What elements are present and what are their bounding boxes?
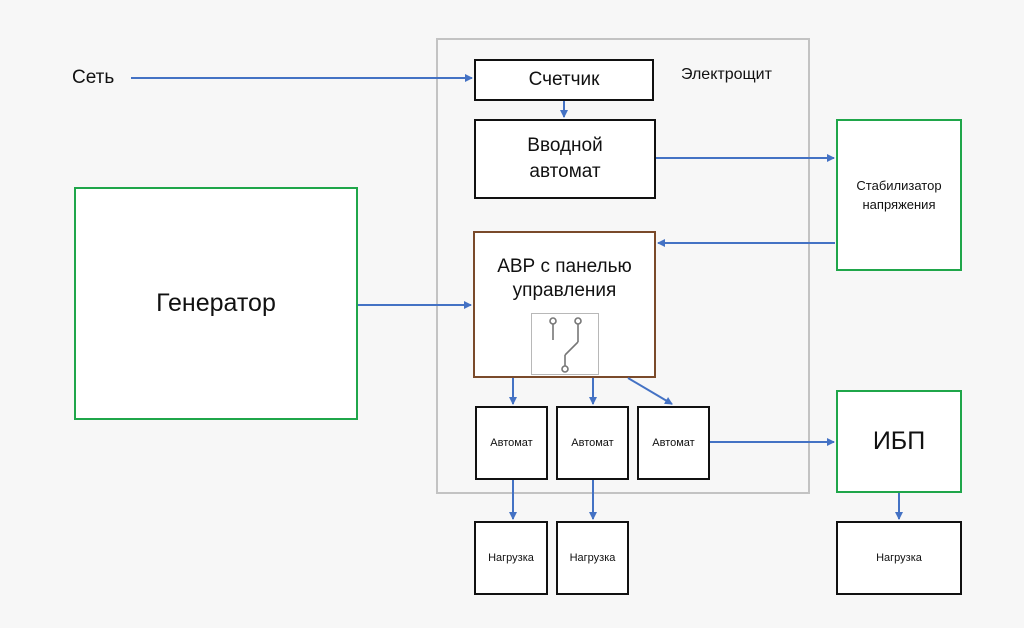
load-label-2: Нагрузка: [569, 552, 616, 564]
stabilizer-label: Стабилизатор напряжения: [856, 176, 941, 214]
switchboard-panel: [436, 38, 810, 494]
load-box-1: Нагрузка: [474, 521, 548, 595]
avr-label-line2: управления: [512, 280, 617, 301]
stabilizer-label-line2: напряжения: [862, 197, 936, 212]
automat-label-2: Автомат: [571, 437, 614, 449]
generator-box: Генератор: [74, 187, 358, 420]
automat-box-1: Автомат: [475, 406, 548, 480]
switchboard-label: Электрощит: [681, 66, 772, 83]
avr-box: АВР с панелью управления: [473, 231, 656, 378]
stabilizer-label-line1: Стабилизатор: [856, 178, 942, 193]
meter-box: Счетчик: [474, 59, 654, 101]
load-box-2: Нагрузка: [556, 521, 629, 595]
main-breaker-box: Вводной автомат: [474, 119, 656, 199]
main-breaker-label-line2: автомат: [529, 161, 601, 182]
automat-label-3: Автомат: [652, 437, 695, 449]
net-label: Сеть: [72, 67, 115, 88]
meter-label: Счетчик: [528, 69, 600, 90]
transfer-switch-icon: [530, 313, 599, 375]
ups-box: ИБП: [836, 390, 962, 493]
automat-label-1: Автомат: [490, 437, 533, 449]
load-box-3: Нагрузка: [836, 521, 962, 595]
main-breaker-label: Вводной автомат: [527, 133, 602, 185]
voltage-stabilizer-box: Стабилизатор напряжения: [836, 119, 962, 271]
load-label-3: Нагрузка: [876, 552, 922, 564]
load-label-1: Нагрузка: [488, 552, 534, 564]
main-breaker-label-line1: Вводной: [527, 135, 603, 156]
ups-label: ИБП: [872, 427, 926, 455]
automat-box-2: Автомат: [556, 406, 629, 480]
generator-label: Генератор: [156, 289, 276, 317]
automat-box-3: Автомат: [637, 406, 710, 480]
avr-label-line1: АВР с панелью: [497, 256, 632, 277]
